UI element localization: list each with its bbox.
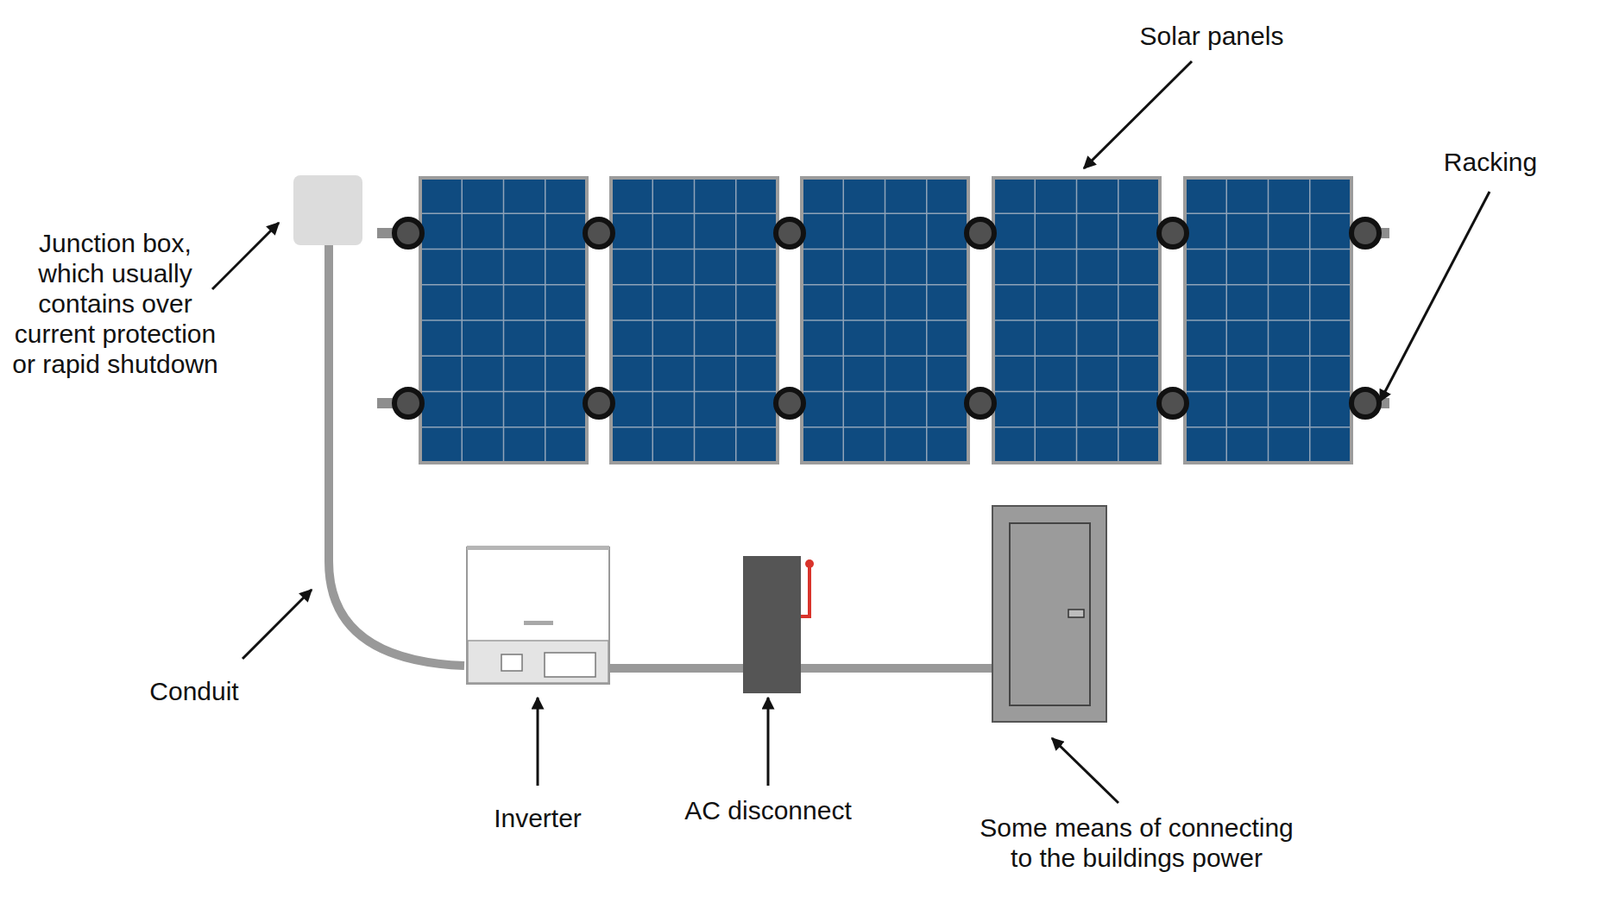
cell-line bbox=[612, 213, 776, 215]
cell-line bbox=[422, 213, 586, 215]
part-label: Conduit bbox=[149, 675, 239, 706]
leader-arrow bbox=[1379, 191, 1490, 402]
panel-door bbox=[1009, 522, 1090, 706]
part-label: Junction box, which usually contains ove… bbox=[3, 227, 227, 379]
leader-arrow bbox=[242, 589, 312, 659]
junction-box bbox=[293, 175, 363, 246]
solar-array bbox=[420, 177, 1352, 463]
part-label: Inverter bbox=[493, 802, 582, 833]
leader-arrow bbox=[1083, 61, 1192, 169]
cell-line bbox=[803, 355, 967, 358]
cell-line bbox=[1186, 390, 1350, 393]
inverter-display bbox=[544, 652, 596, 677]
cell-line bbox=[422, 248, 586, 251]
solar-panel bbox=[801, 177, 969, 463]
racking-clamp bbox=[394, 219, 423, 247]
cell-line bbox=[612, 283, 776, 286]
ac-disconnect-box bbox=[743, 555, 801, 693]
solar-panel bbox=[611, 177, 778, 463]
cell-line bbox=[422, 319, 586, 322]
leader-arrow bbox=[212, 222, 279, 290]
inverter-base bbox=[467, 640, 609, 683]
racking-clamp bbox=[1351, 389, 1380, 417]
racking-clamp bbox=[1159, 389, 1187, 417]
ac-wire bbox=[800, 663, 993, 673]
part-label: Racking bbox=[1443, 146, 1538, 177]
inverter-slot bbox=[523, 620, 554, 625]
cell-line bbox=[803, 319, 967, 322]
cell-line bbox=[803, 248, 967, 251]
racking-clamp bbox=[1351, 219, 1380, 247]
disconnect-knob bbox=[805, 559, 814, 568]
cell-line bbox=[612, 319, 776, 322]
cell-line bbox=[803, 213, 967, 215]
cell-line bbox=[612, 390, 776, 393]
cell-line bbox=[995, 355, 1159, 358]
solar-panel bbox=[420, 177, 587, 463]
cell-line bbox=[422, 426, 586, 429]
cell-line bbox=[1186, 283, 1350, 286]
leader-arrow bbox=[767, 697, 770, 786]
cell-line bbox=[612, 426, 776, 429]
racking-clamp bbox=[394, 389, 423, 417]
racking-clamp bbox=[585, 389, 613, 417]
cell-line bbox=[995, 283, 1159, 286]
panel-latch bbox=[1068, 609, 1084, 618]
cell-line bbox=[1186, 248, 1350, 251]
cell-line bbox=[803, 426, 967, 429]
part-label: Solar panels bbox=[1140, 20, 1285, 51]
inverter-top bbox=[466, 545, 610, 550]
conduit bbox=[328, 245, 465, 666]
part-label: AC disconnect bbox=[684, 794, 851, 826]
cell-line bbox=[612, 248, 776, 251]
disconnect-handle bbox=[800, 614, 812, 618]
racking-clamps bbox=[394, 219, 1380, 417]
cell-line bbox=[803, 390, 967, 393]
cell-line bbox=[995, 248, 1159, 251]
cell-line bbox=[422, 283, 586, 286]
cell-line bbox=[995, 426, 1159, 429]
racking-clamp bbox=[585, 219, 613, 247]
solar-panel bbox=[1184, 177, 1352, 463]
cell-line bbox=[422, 390, 586, 393]
disconnect-handle bbox=[807, 565, 812, 618]
cell-line bbox=[1186, 426, 1350, 429]
leader-arrow bbox=[536, 697, 540, 786]
cell-line bbox=[803, 283, 967, 286]
part-label: Some means of connecting to the building… bbox=[966, 812, 1308, 873]
inverter-body bbox=[466, 547, 610, 684]
cell-line bbox=[1186, 213, 1350, 215]
racking-clamp bbox=[966, 389, 995, 417]
cell-line bbox=[995, 390, 1159, 393]
racking-clamp bbox=[1159, 219, 1187, 247]
cell-line bbox=[995, 319, 1159, 322]
racking-clamp bbox=[775, 219, 804, 247]
leader-arrow bbox=[1051, 737, 1119, 803]
inverter-light bbox=[501, 654, 523, 671]
solar-panel bbox=[993, 177, 1160, 463]
racking-clamp bbox=[966, 219, 995, 247]
cell-line bbox=[995, 213, 1159, 215]
cell-line bbox=[612, 355, 776, 358]
service-panel bbox=[992, 505, 1107, 722]
cell-line bbox=[422, 355, 586, 358]
racking-clamp bbox=[775, 389, 804, 417]
cell-line bbox=[1186, 319, 1350, 322]
ac-wire bbox=[608, 663, 744, 673]
cell-line bbox=[1186, 355, 1350, 358]
